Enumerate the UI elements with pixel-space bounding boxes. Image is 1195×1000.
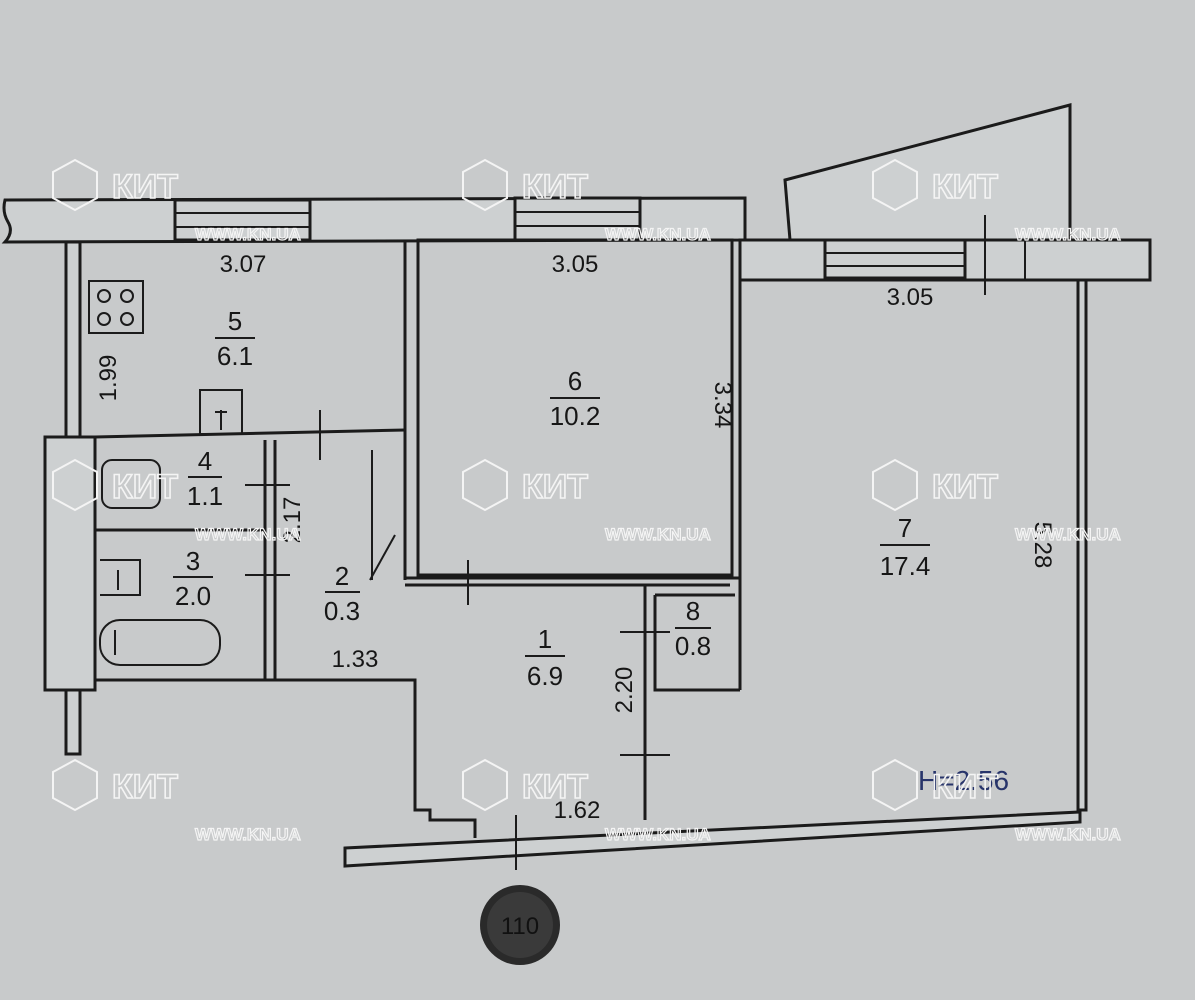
watermark-hex-icon	[52, 458, 98, 512]
dim-room6-depth: 3.34	[709, 382, 736, 429]
room-4-label: 4 1.1	[187, 446, 223, 511]
svg-text:17.4: 17.4	[880, 551, 931, 581]
dim-room6-width: 3.05	[552, 251, 599, 278]
watermark-logo: КИТ WWW.KN.UA	[52, 458, 301, 545]
dim-corridor-depth: 2.17	[279, 497, 306, 544]
watermark-hex-icon	[872, 758, 918, 812]
dim-room7-width: 3.05	[887, 284, 934, 311]
window-room-7	[823, 238, 967, 280]
svg-text:6.1: 6.1	[217, 341, 253, 371]
stove-icon	[88, 280, 144, 334]
watermark-hex-icon	[872, 158, 918, 212]
sink-icon	[199, 389, 243, 435]
svg-text:6.9: 6.9	[527, 661, 563, 691]
svg-text:2.0: 2.0	[175, 581, 211, 611]
watermark-url: WWW.KN.UA	[1015, 525, 1121, 544]
watermark-brand: КИТ	[522, 168, 588, 206]
door-marks	[245, 410, 670, 870]
washbasin-icon	[100, 559, 141, 596]
svg-text:4: 4	[198, 446, 212, 476]
svg-text:110: 110	[501, 913, 539, 940]
right-wall	[1076, 278, 1088, 812]
watermark-brand: КИТ	[522, 468, 588, 506]
dim-room7-depth: 5.28	[1029, 522, 1056, 569]
watermark-hex-icon	[52, 158, 98, 212]
svg-text:5: 5	[228, 306, 242, 336]
svg-text:10.2: 10.2	[550, 401, 601, 431]
watermark-brand: КИТ	[932, 768, 998, 806]
svg-text:0.3: 0.3	[324, 596, 360, 626]
watermark-url: WWW.KN.UA	[605, 525, 711, 544]
room-2-label: 2 0.3	[324, 561, 360, 626]
watermark-url: WWW.KN.UA	[1015, 825, 1121, 844]
room-1-label: 1 6.9	[525, 624, 565, 691]
watermark-logo: КИТ WWW.KN.UA	[872, 158, 1121, 245]
watermark-url: WWW.KN.UA	[605, 825, 711, 844]
watermark-brand: КИТ	[932, 168, 998, 206]
room-7-label: 7 17.4	[880, 513, 931, 581]
dim-hall-depth: 2.20	[611, 667, 638, 714]
watermark-brand: КИТ	[522, 768, 588, 806]
watermark-logo: КИТ WWW.KN.UA	[52, 158, 301, 245]
dim-hall-width: 1.62	[554, 797, 601, 824]
window-kitchen	[173, 198, 312, 242]
watermark-brand: КИТ	[112, 468, 178, 506]
watermark-hex-icon	[462, 158, 508, 212]
room-8-label: 8 0.8	[675, 596, 711, 661]
bathtub-icon	[99, 619, 221, 666]
watermark-hex-icon	[52, 758, 98, 812]
bottom-wall	[343, 810, 1082, 868]
room-6-walls	[416, 238, 734, 577]
svg-text:2: 2	[335, 561, 349, 591]
watermark-hex-icon	[872, 458, 918, 512]
svg-text:7: 7	[898, 513, 912, 543]
watermark-logo: КИТ WWW.KN.UA	[872, 758, 1121, 845]
room-3-label: 3 2.0	[173, 546, 213, 611]
watermark-url: WWW.KN.UA	[1015, 225, 1121, 244]
watermark-brand: КИТ	[932, 468, 998, 506]
dim-kitchen-depth: 1.99	[95, 355, 122, 402]
dim-corridor-width: 1.33	[332, 646, 379, 673]
watermarks: КИТ WWW.KN.UA КИТ WWW.KN.UA КИТ WWW.KN.UA КИТ W…	[52, 158, 1121, 845]
watermark-logo: КИТ WWW.KN.UA	[462, 158, 711, 245]
svg-text:1.1: 1.1	[187, 481, 223, 511]
watermark-url: WWW.KN.UA	[195, 825, 301, 844]
svg-text:8: 8	[686, 596, 700, 626]
window-room-6	[513, 196, 642, 242]
svg-text:3: 3	[186, 546, 200, 576]
watermark-hex-icon	[462, 758, 508, 812]
svg-text:1: 1	[538, 624, 552, 654]
ceiling-height: H=2.56	[918, 765, 1009, 796]
watermark-url: WWW.KN.UA	[195, 525, 301, 544]
toilet-icon	[101, 459, 161, 509]
balcony	[783, 103, 1072, 242]
dim-kitchen-width: 3.07	[220, 251, 267, 278]
watermark-hex-icon	[462, 458, 508, 512]
watermark-url: WWW.KN.UA	[195, 225, 301, 244]
watermark-logo: КИТ WWW.KN.UA	[52, 758, 301, 845]
watermark-logo: КИТ WWW.KN.UA	[462, 758, 711, 845]
room-5-label: 5 6.1	[215, 306, 255, 371]
watermark-url: WWW.KN.UA	[605, 225, 711, 244]
watermark-logo: КИТ WWW.KN.UA	[462, 458, 711, 545]
room-6-label: 6 10.2	[550, 366, 601, 431]
watermark-brand: КИТ	[112, 768, 178, 806]
watermark-brand: КИТ	[112, 168, 178, 206]
svg-text:0.8: 0.8	[675, 631, 711, 661]
watermark-logo: КИТ WWW.KN.UA	[872, 458, 1121, 545]
apartment-number-badge: 110	[480, 885, 560, 965]
svg-text:6: 6	[568, 366, 582, 396]
